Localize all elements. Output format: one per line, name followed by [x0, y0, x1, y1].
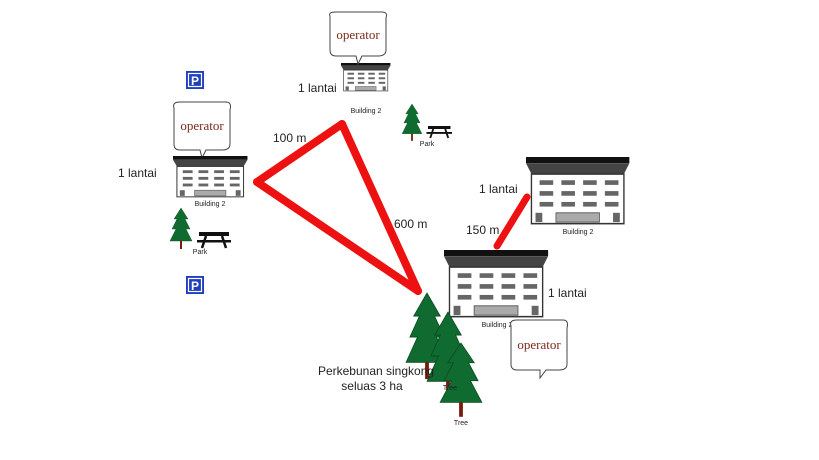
operator-label-top: operator — [336, 27, 380, 42]
building-right — [525, 156, 631, 225]
distance-label-600m: 600 m — [394, 217, 427, 231]
operator-bubble-bottom: operator — [510, 319, 568, 380]
distance-label-150m: 150 m — [466, 223, 499, 237]
tree-label-1: Tree — [443, 385, 457, 392]
park-icon-left — [195, 230, 233, 250]
building-right-label: Building 2 — [563, 229, 594, 236]
operator-label-bottom: operator — [517, 337, 561, 352]
parking-icon-top: P — [186, 71, 204, 89]
building-left — [172, 155, 248, 198]
park-label-left: Park — [193, 249, 208, 256]
park-label-top: Park — [420, 141, 435, 148]
route-600m — [338, 120, 422, 295]
park-icon-top — [425, 125, 453, 139]
tree-icon-left — [169, 207, 193, 250]
route-lines — [253, 120, 531, 295]
operator-bubble-left: operator — [173, 101, 231, 160]
floor-label-left: 1 lantai — [118, 166, 157, 180]
building-top-label: Building 2 — [351, 108, 382, 115]
parking-icon-bottom: P — [186, 276, 204, 294]
distance-label-100m: 100 m — [273, 131, 306, 145]
route-base — [253, 178, 422, 295]
floor-label-right: 1 lantai — [479, 182, 518, 196]
building-bottom-label: Building 2 — [482, 322, 513, 329]
operator-label-left: operator — [180, 118, 224, 133]
parking-symbol-bottom: P — [191, 279, 199, 293]
plantation-label-line2: seluas 3 ha — [341, 379, 403, 393]
route-100m — [253, 120, 346, 186]
floor-label-top: 1 lantai — [298, 81, 337, 95]
parking-symbol-top: P — [191, 74, 199, 88]
floor-label-bottom: 1 lantai — [548, 286, 587, 300]
building-bottom — [443, 249, 549, 318]
building-top — [340, 62, 391, 92]
operator-bubble-top: operator — [329, 11, 387, 66]
building-left-label: Building 2 — [195, 201, 226, 208]
plantation-label-line1: Perkebunan singkong — [318, 364, 434, 378]
tree-icon-top — [401, 103, 423, 142]
route-150m — [493, 193, 531, 250]
tree-label-2: Tree — [454, 420, 468, 427]
